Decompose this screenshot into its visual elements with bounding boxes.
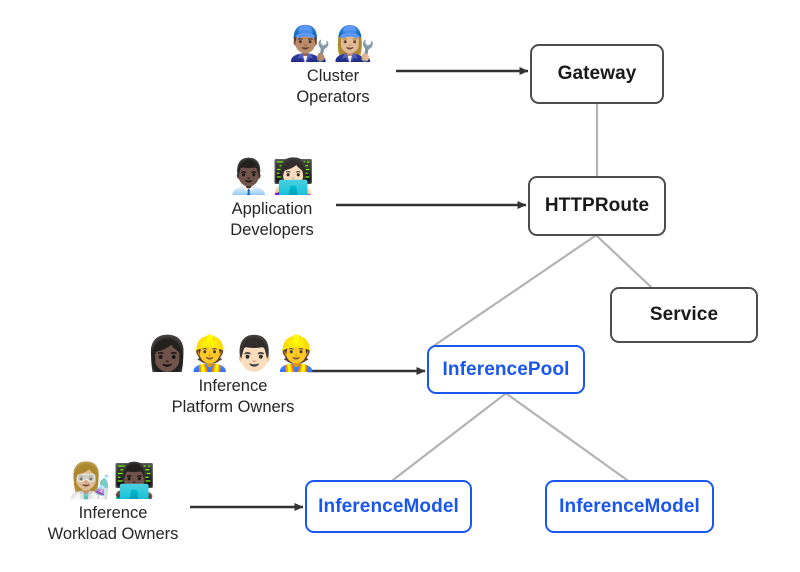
node-service[interactable]: Service <box>610 287 758 343</box>
cluster-operators-emoji-icon: 👨🏽‍🔧👩🏼‍🔧 <box>288 24 378 64</box>
edge-inferencepool-model-left <box>391 392 507 482</box>
persona-label: Application Developers <box>230 199 313 241</box>
persona-cluster-operators: 👨🏽‍🔧👩🏼‍🔧 Cluster Operators <box>238 24 428 108</box>
persona-label-line2: Developers <box>230 220 314 239</box>
persona-label-line1: Application <box>231 199 313 218</box>
persona-label-line1: Inference <box>198 376 268 395</box>
persona-label-line1: Cluster <box>306 66 360 85</box>
persona-label: Inference Platform Owners <box>172 376 295 418</box>
inference-platform-owners-emoji-icon: 👩🏿‍👷👨🏻‍👷 <box>146 334 320 374</box>
persona-label-line1: Inference <box>78 503 148 522</box>
persona-label: Inference Workload Owners <box>48 503 179 545</box>
edge-httproute-service <box>595 234 653 289</box>
persona-label-line2: Operators <box>296 87 370 106</box>
inference-workload-owners-emoji-icon: 👩🏼‍🔬👨🏿‍💻 <box>68 461 158 501</box>
node-httproute[interactable]: HTTPRoute <box>528 176 666 236</box>
persona-application-developers: 👨🏿‍💼👩🏻‍💻 Application Developers <box>177 157 367 241</box>
application-developers-emoji-icon: 👨🏿‍💼👩🏻‍💻 <box>227 157 317 197</box>
persona-label-line2: Workload Owners <box>47 524 179 543</box>
node-gateway[interactable]: Gateway <box>530 44 664 104</box>
node-inferencemodel-left[interactable]: InferenceModel <box>305 480 472 533</box>
node-inferencemodel-right[interactable]: InferenceModel <box>545 480 714 533</box>
edge-httproute-inferencepool <box>433 234 597 347</box>
persona-label-line2: Platform Owners <box>171 397 295 416</box>
persona-inference-platform-owners: 👩🏿‍👷👨🏻‍👷 Inference Platform Owners <box>138 334 328 418</box>
edge-inferencepool-model-right <box>505 392 629 482</box>
persona-label: Cluster Operators <box>296 66 369 108</box>
persona-inference-workload-owners: 👩🏼‍🔬👨🏿‍💻 Inference Workload Owners <box>18 461 208 545</box>
node-inferencepool[interactable]: InferencePool <box>427 345 585 394</box>
